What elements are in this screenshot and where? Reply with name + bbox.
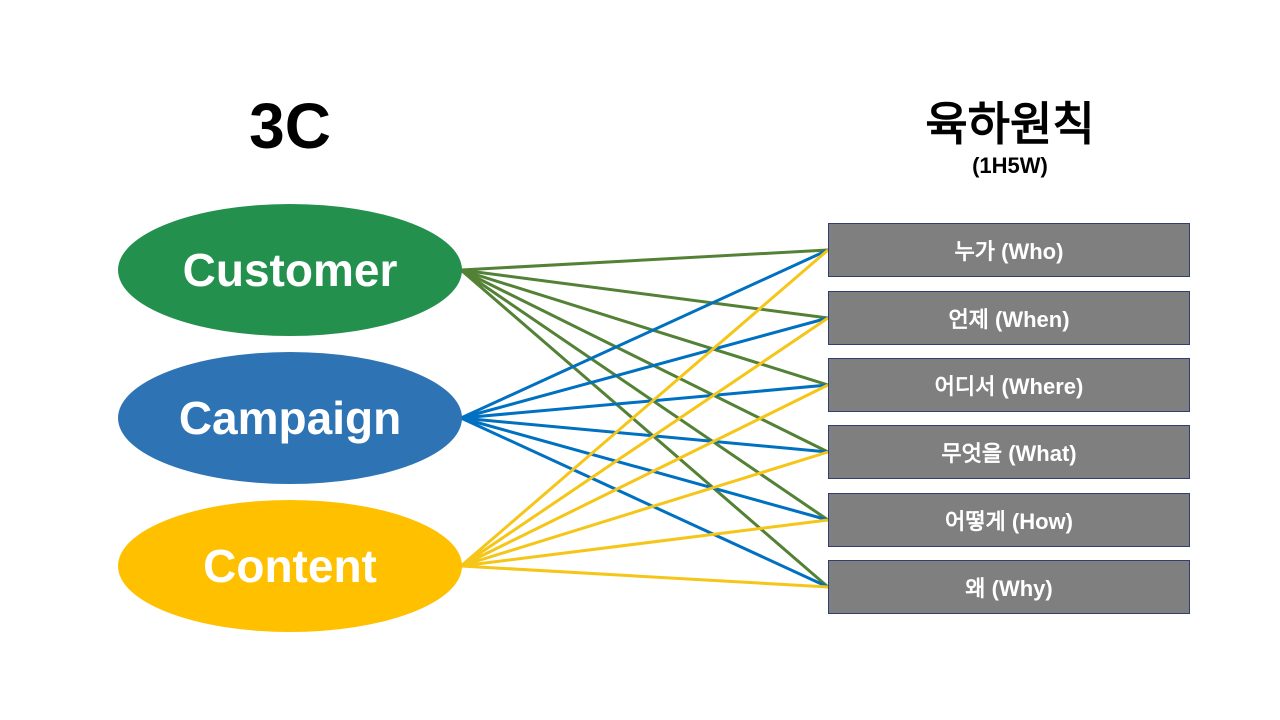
connector-customer-2 — [460, 268, 829, 387]
box-why: 왜 (Why) — [828, 560, 1190, 614]
connector-content-4 — [460, 518, 829, 568]
title-3c: 3C — [249, 90, 331, 162]
connector-campaign-0 — [460, 248, 829, 420]
ellipse-content: Content — [118, 500, 462, 632]
connector-customer-0 — [460, 248, 829, 272]
connector-customer-1 — [460, 268, 829, 320]
connector-campaign-3 — [460, 416, 829, 454]
connector-customer-5 — [460, 268, 829, 589]
connector-campaign-1 — [460, 316, 829, 420]
box-who: 누가 (Who) — [828, 223, 1190, 277]
box-where: 어디서 (Where) — [828, 358, 1190, 412]
connector-content-0 — [460, 248, 829, 568]
connector-customer-4 — [460, 268, 829, 522]
box-what: 무엇을 (What) — [828, 425, 1190, 479]
connector-content-3 — [460, 450, 829, 568]
connector-campaign-5 — [460, 416, 829, 589]
connector-campaign-4 — [460, 416, 829, 522]
connector-content-2 — [460, 383, 829, 568]
connector-campaign-2 — [460, 383, 829, 420]
connector-content-1 — [460, 316, 829, 568]
title-1h5w: 육하원칙 — [925, 98, 1095, 150]
connector-content-5 — [460, 564, 829, 589]
ellipse-customer: Customer — [118, 204, 462, 336]
box-how: 어떻게 (How) — [828, 493, 1190, 547]
connector-customer-3 — [460, 268, 829, 454]
box-when: 언제 (When) — [828, 291, 1190, 345]
subtitle-1h5w: (1H5W) — [972, 153, 1048, 178]
ellipse-campaign: Campaign — [118, 352, 462, 484]
